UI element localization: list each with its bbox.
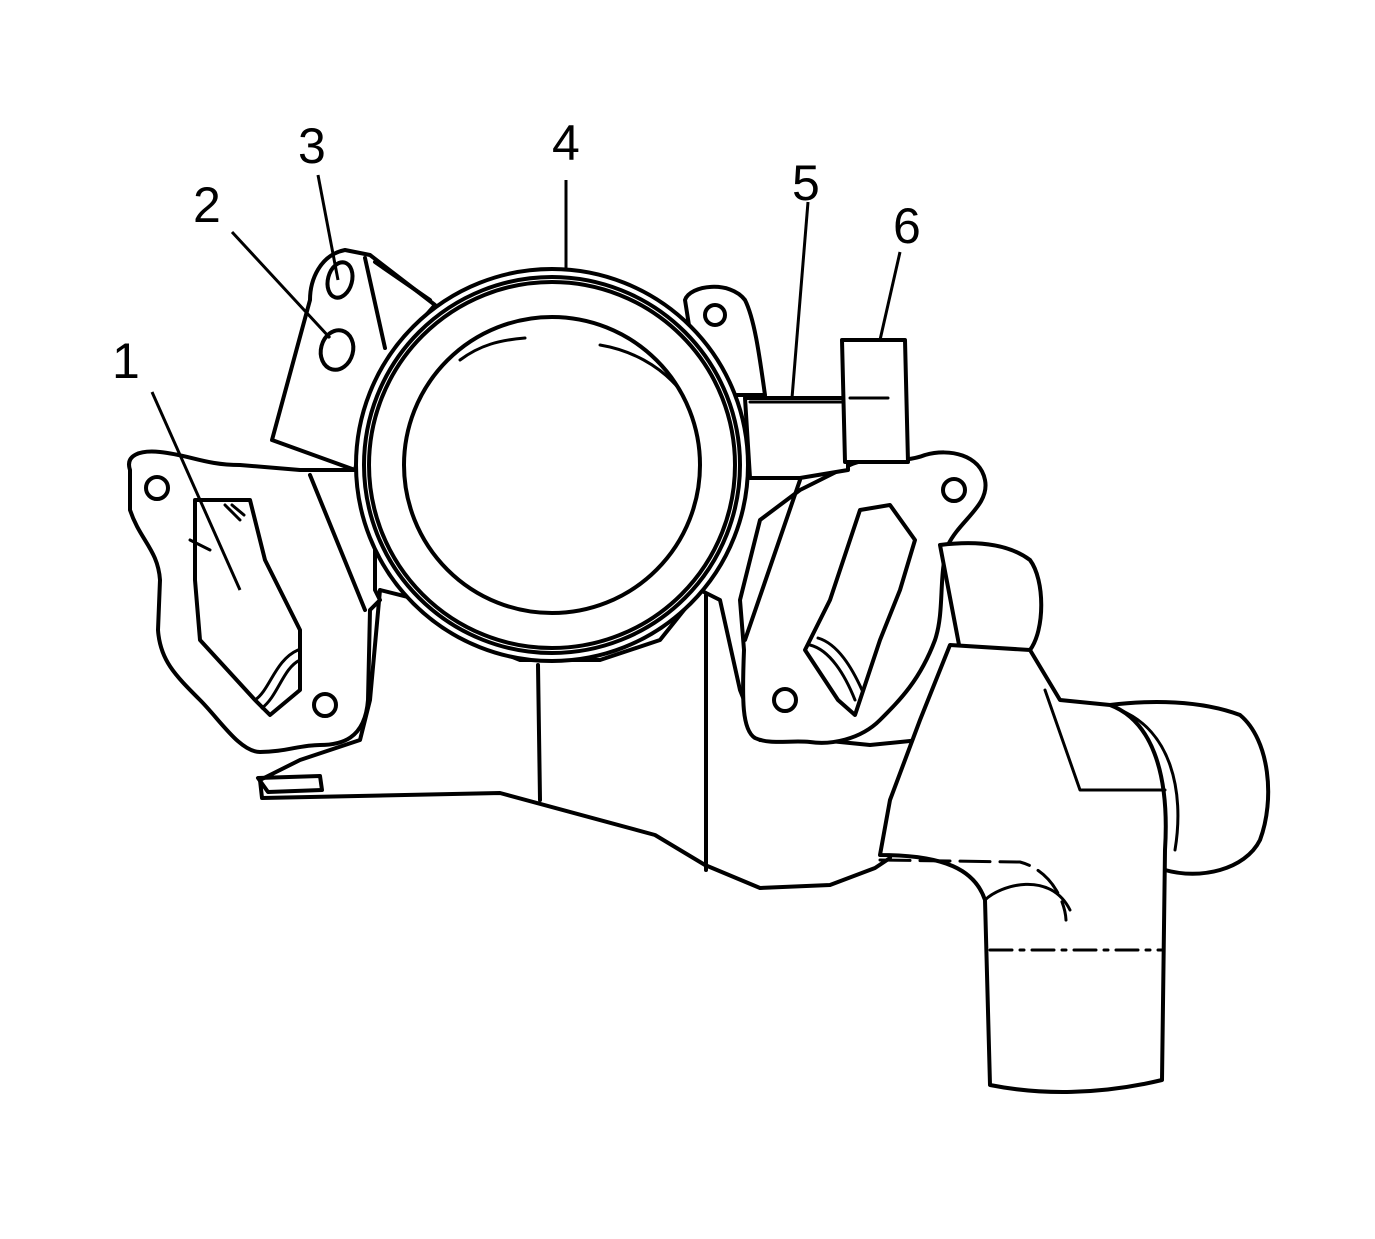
outlet-body xyxy=(878,643,1168,1094)
outlet-cylinder-upper xyxy=(938,541,1044,652)
outlet-seam xyxy=(1043,688,1167,792)
callout-4: 4 xyxy=(552,115,580,171)
pulley-hub xyxy=(354,267,750,663)
right-flange-window-inner2 xyxy=(816,636,864,692)
callout-3: 3 xyxy=(298,118,326,174)
upper-left-bracket-edge2 xyxy=(373,260,432,302)
outlet-lower-seam xyxy=(983,882,1072,912)
hub-bore-highlight xyxy=(458,336,527,362)
callout-2: 2 xyxy=(193,177,221,233)
right-flange-window xyxy=(803,503,917,717)
left-flange-hole-bottom xyxy=(312,692,338,718)
bolt-hole-upper xyxy=(325,260,355,300)
left-flange-window-inner2 xyxy=(260,658,302,710)
left-flange-window xyxy=(193,498,302,717)
outlet-ring xyxy=(1118,708,1180,852)
left-flange-hatch xyxy=(188,503,246,552)
outlet-elbow xyxy=(878,541,1271,1094)
leader-2 xyxy=(230,230,332,340)
outlet-hidden-line xyxy=(878,858,1068,922)
leader-5 xyxy=(790,201,810,399)
hub-bore xyxy=(402,315,702,615)
callout-5: 5 xyxy=(792,155,820,211)
leader-lines xyxy=(150,174,902,591)
upper-right-ear-hole xyxy=(703,303,727,327)
rib-left xyxy=(536,663,542,802)
bolt-hole-lower xyxy=(318,328,356,372)
rib-diagonal xyxy=(743,478,802,642)
hub-outer-ring-inner xyxy=(362,275,742,655)
sensor-boss xyxy=(840,338,910,464)
right-flange-hole-bottom xyxy=(772,687,798,713)
callout-6: 6 xyxy=(893,198,921,254)
left-flange-window-inner xyxy=(253,648,300,702)
right-flange-hole-top xyxy=(941,477,967,503)
left-flange-ridge xyxy=(308,473,367,612)
right-flange-window-inner xyxy=(808,643,857,702)
upper-left-bracket-edge xyxy=(363,256,387,350)
leader-1 xyxy=(150,391,242,591)
leader-3 xyxy=(316,174,340,281)
leader-6 xyxy=(878,251,902,341)
callout-1: 1 xyxy=(112,333,140,389)
connector-neck xyxy=(743,396,850,480)
base-ledge xyxy=(256,774,324,794)
callout-labels: 1 2 3 4 5 6 xyxy=(112,115,921,389)
hub-outer-ring-inner2 xyxy=(367,280,737,650)
hub-bore-highlight2 xyxy=(598,343,682,392)
left-flange-hole-top xyxy=(144,475,170,501)
